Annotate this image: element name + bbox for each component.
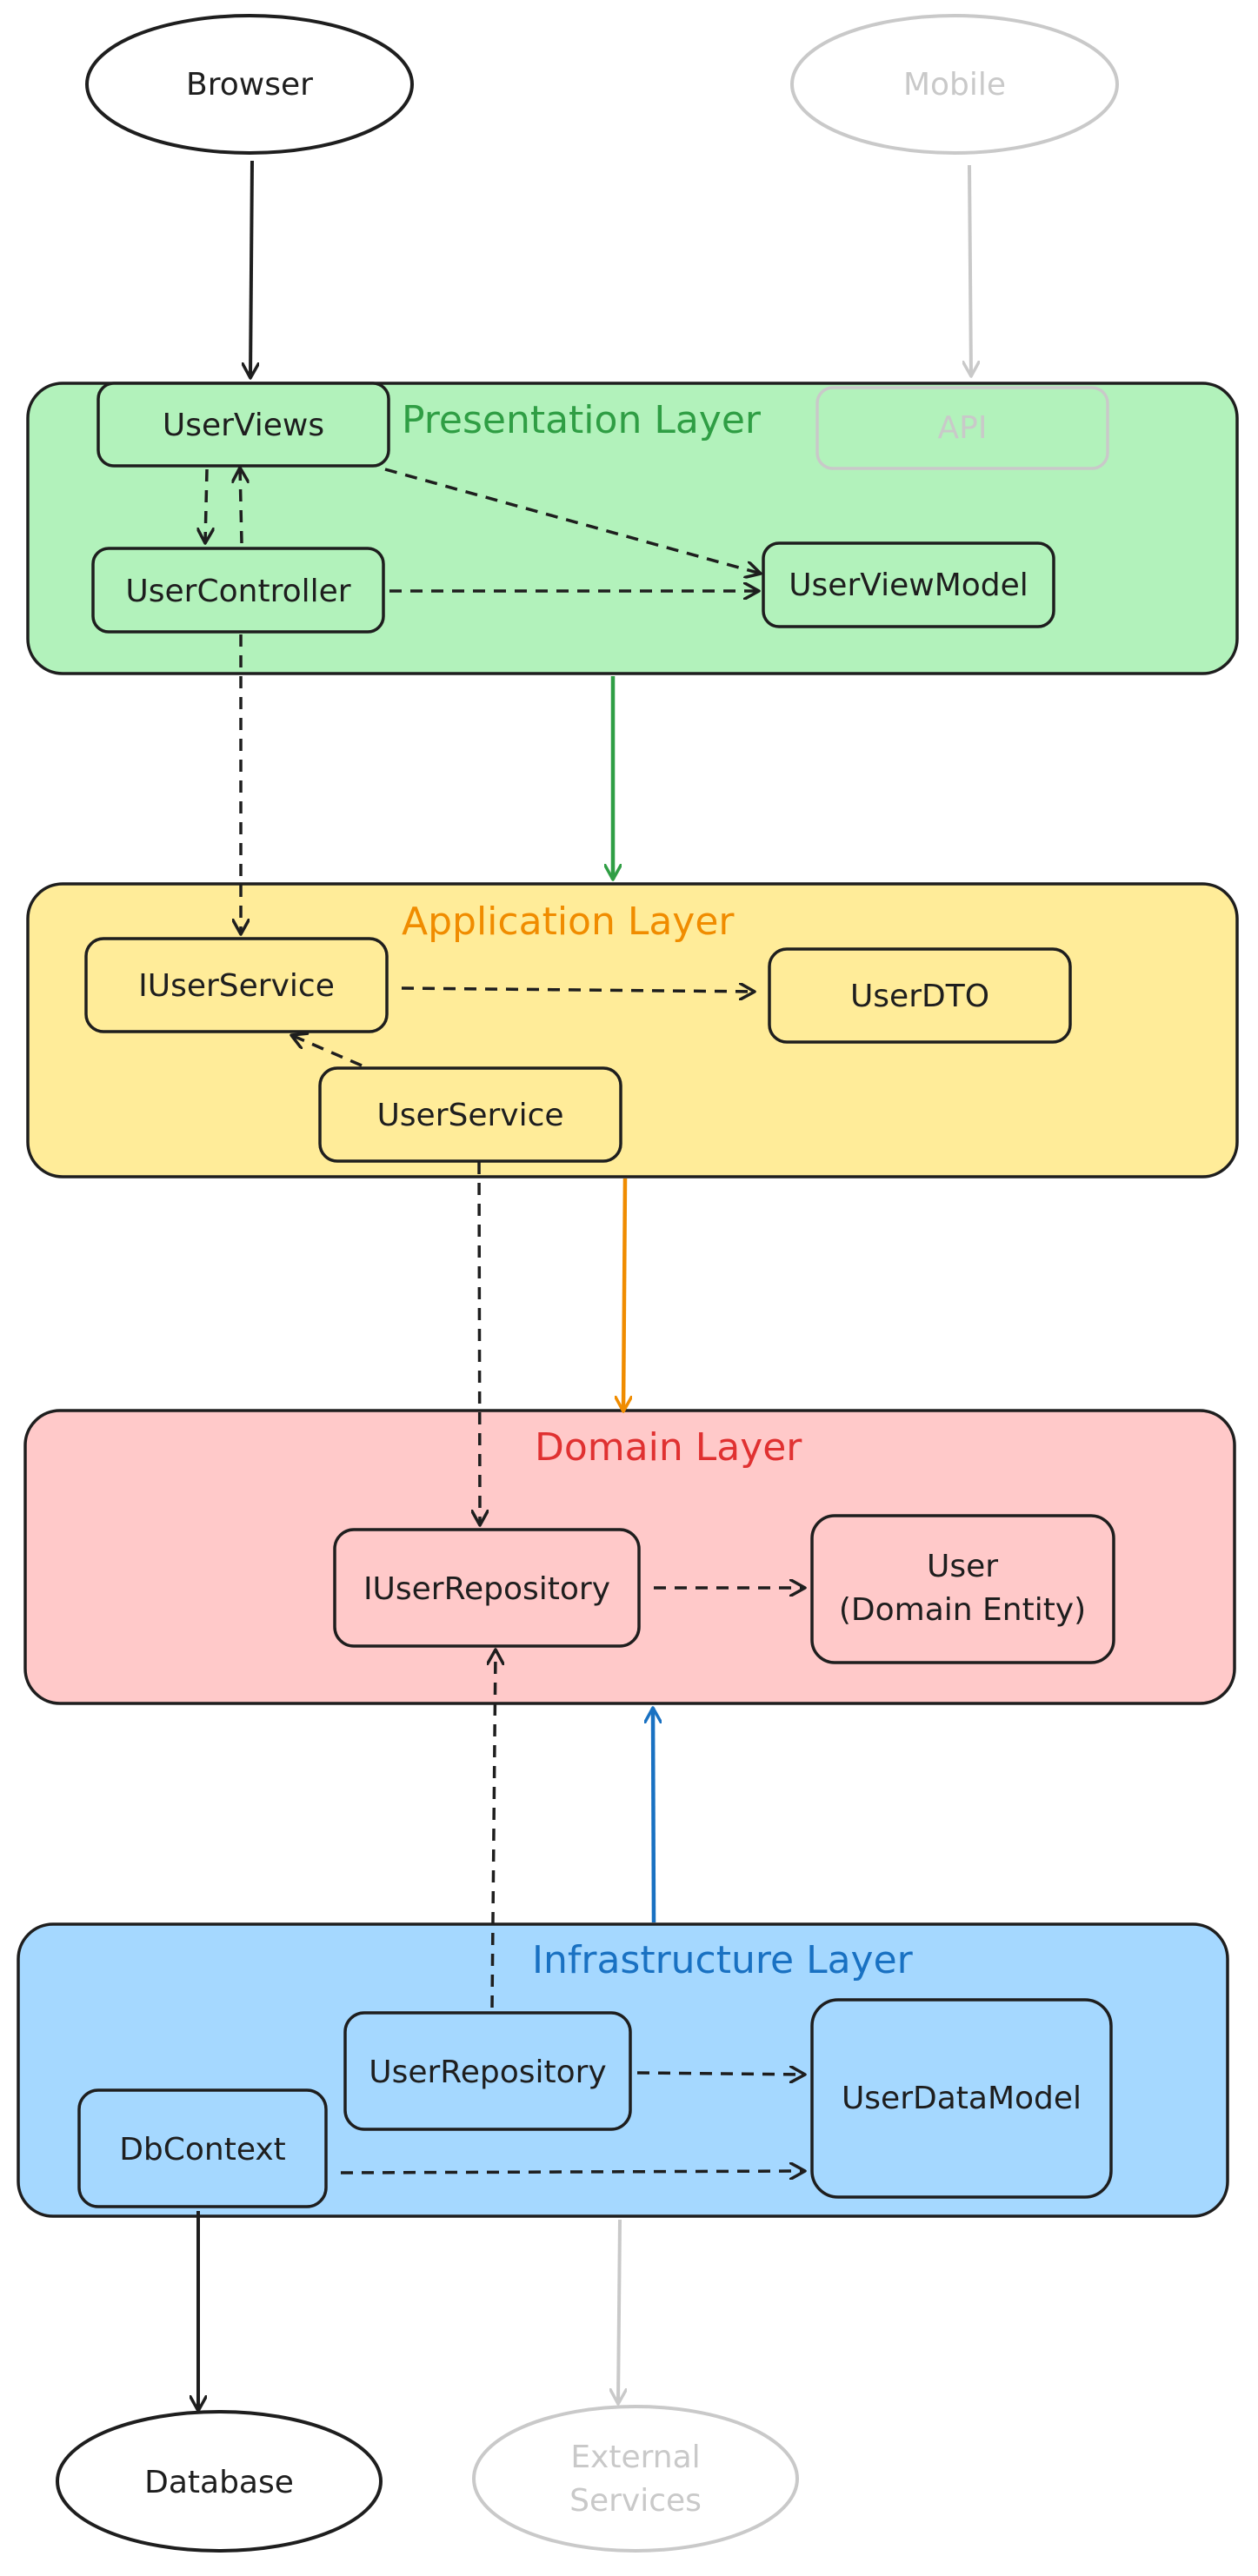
arrow-userviews-to-userviewmodel xyxy=(384,468,761,574)
arrow-userservice-to-iuserrepository xyxy=(479,1161,480,1525)
userdatamodel-node[interactable]: UserDataModel xyxy=(810,1998,1113,2199)
user-entity-node[interactable]: User (Domain Entity) xyxy=(810,1514,1115,1664)
external-services-label-line1: External xyxy=(570,2440,700,2475)
arrow-userservice-to-iuserservice xyxy=(291,1035,363,1067)
user-entity-label-line2: (Domain Entity) xyxy=(839,1592,1086,1628)
arrow-userrepository-to-userdatamodel xyxy=(636,2073,805,2075)
database-label: Database xyxy=(144,2465,294,2500)
userservice-label: UserService xyxy=(376,1098,563,1133)
arrow-userrepository-to-iuserrepository xyxy=(492,1650,496,2008)
api-label: API xyxy=(938,410,988,446)
iuserrepository-node[interactable]: IUserRepository xyxy=(333,1528,641,1648)
usercontroller-node[interactable]: UserController xyxy=(91,547,385,634)
external-services-node[interactable]: External Services xyxy=(472,2405,799,2553)
database-node[interactable]: Database xyxy=(56,2410,383,2553)
arrow-browser-to-userviews xyxy=(250,160,252,378)
userservice-node[interactable]: UserService xyxy=(318,1066,622,1163)
userrepository-node[interactable]: UserRepository xyxy=(343,2011,632,2131)
presentation-layer-title: Presentation Layer xyxy=(402,398,762,442)
arrow-infrastructure-to-external xyxy=(618,2219,620,2404)
userviewmodel-node[interactable]: UserViewModel xyxy=(762,541,1055,628)
external-services-label-line2: Services xyxy=(569,2483,702,2519)
dbcontext-label: DbContext xyxy=(119,2132,286,2168)
userdto-node[interactable]: UserDTO xyxy=(768,947,1072,1044)
dbcontext-node[interactable]: DbContext xyxy=(77,2088,328,2208)
mobile-label: Mobile xyxy=(903,67,1006,103)
arrow-infrastructure-to-domain xyxy=(653,1708,654,1923)
arrow-mobile-to-api xyxy=(969,164,971,376)
user-entity-label-line1: User xyxy=(927,1549,998,1584)
arrow-usercontroller-to-userviews xyxy=(240,468,242,544)
iuserrepository-label: IUserRepository xyxy=(363,1571,610,1607)
browser-node[interactable]: Browser xyxy=(85,14,414,155)
mobile-node[interactable]: Mobile xyxy=(790,14,1119,155)
userviews-node[interactable]: UserViews xyxy=(97,382,390,468)
application-layer-title: Application Layer xyxy=(402,900,735,944)
infrastructure-layer-title: Infrastructure Layer xyxy=(532,1938,914,1982)
usercontroller-label: UserController xyxy=(125,574,350,609)
userrepository-label: UserRepository xyxy=(369,2055,606,2090)
userdto-label: UserDTO xyxy=(850,979,989,1014)
arrow-iuserservice-to-userdto xyxy=(401,988,755,992)
userviewmodel-label: UserViewModel xyxy=(789,568,1028,603)
iuserservice-label: IUserService xyxy=(138,968,335,1004)
domain-layer-title: Domain Layer xyxy=(535,1425,802,1470)
iuserservice-node[interactable]: IUserService xyxy=(84,937,389,1033)
browser-label: Browser xyxy=(186,67,313,103)
arrow-application-to-domain xyxy=(623,1178,625,1411)
userdatamodel-label: UserDataModel xyxy=(842,2081,1082,2116)
userviews-label: UserViews xyxy=(163,408,324,443)
api-node[interactable]: API xyxy=(815,386,1109,470)
arrow-dbcontext-to-userdatamodel xyxy=(340,2171,805,2173)
